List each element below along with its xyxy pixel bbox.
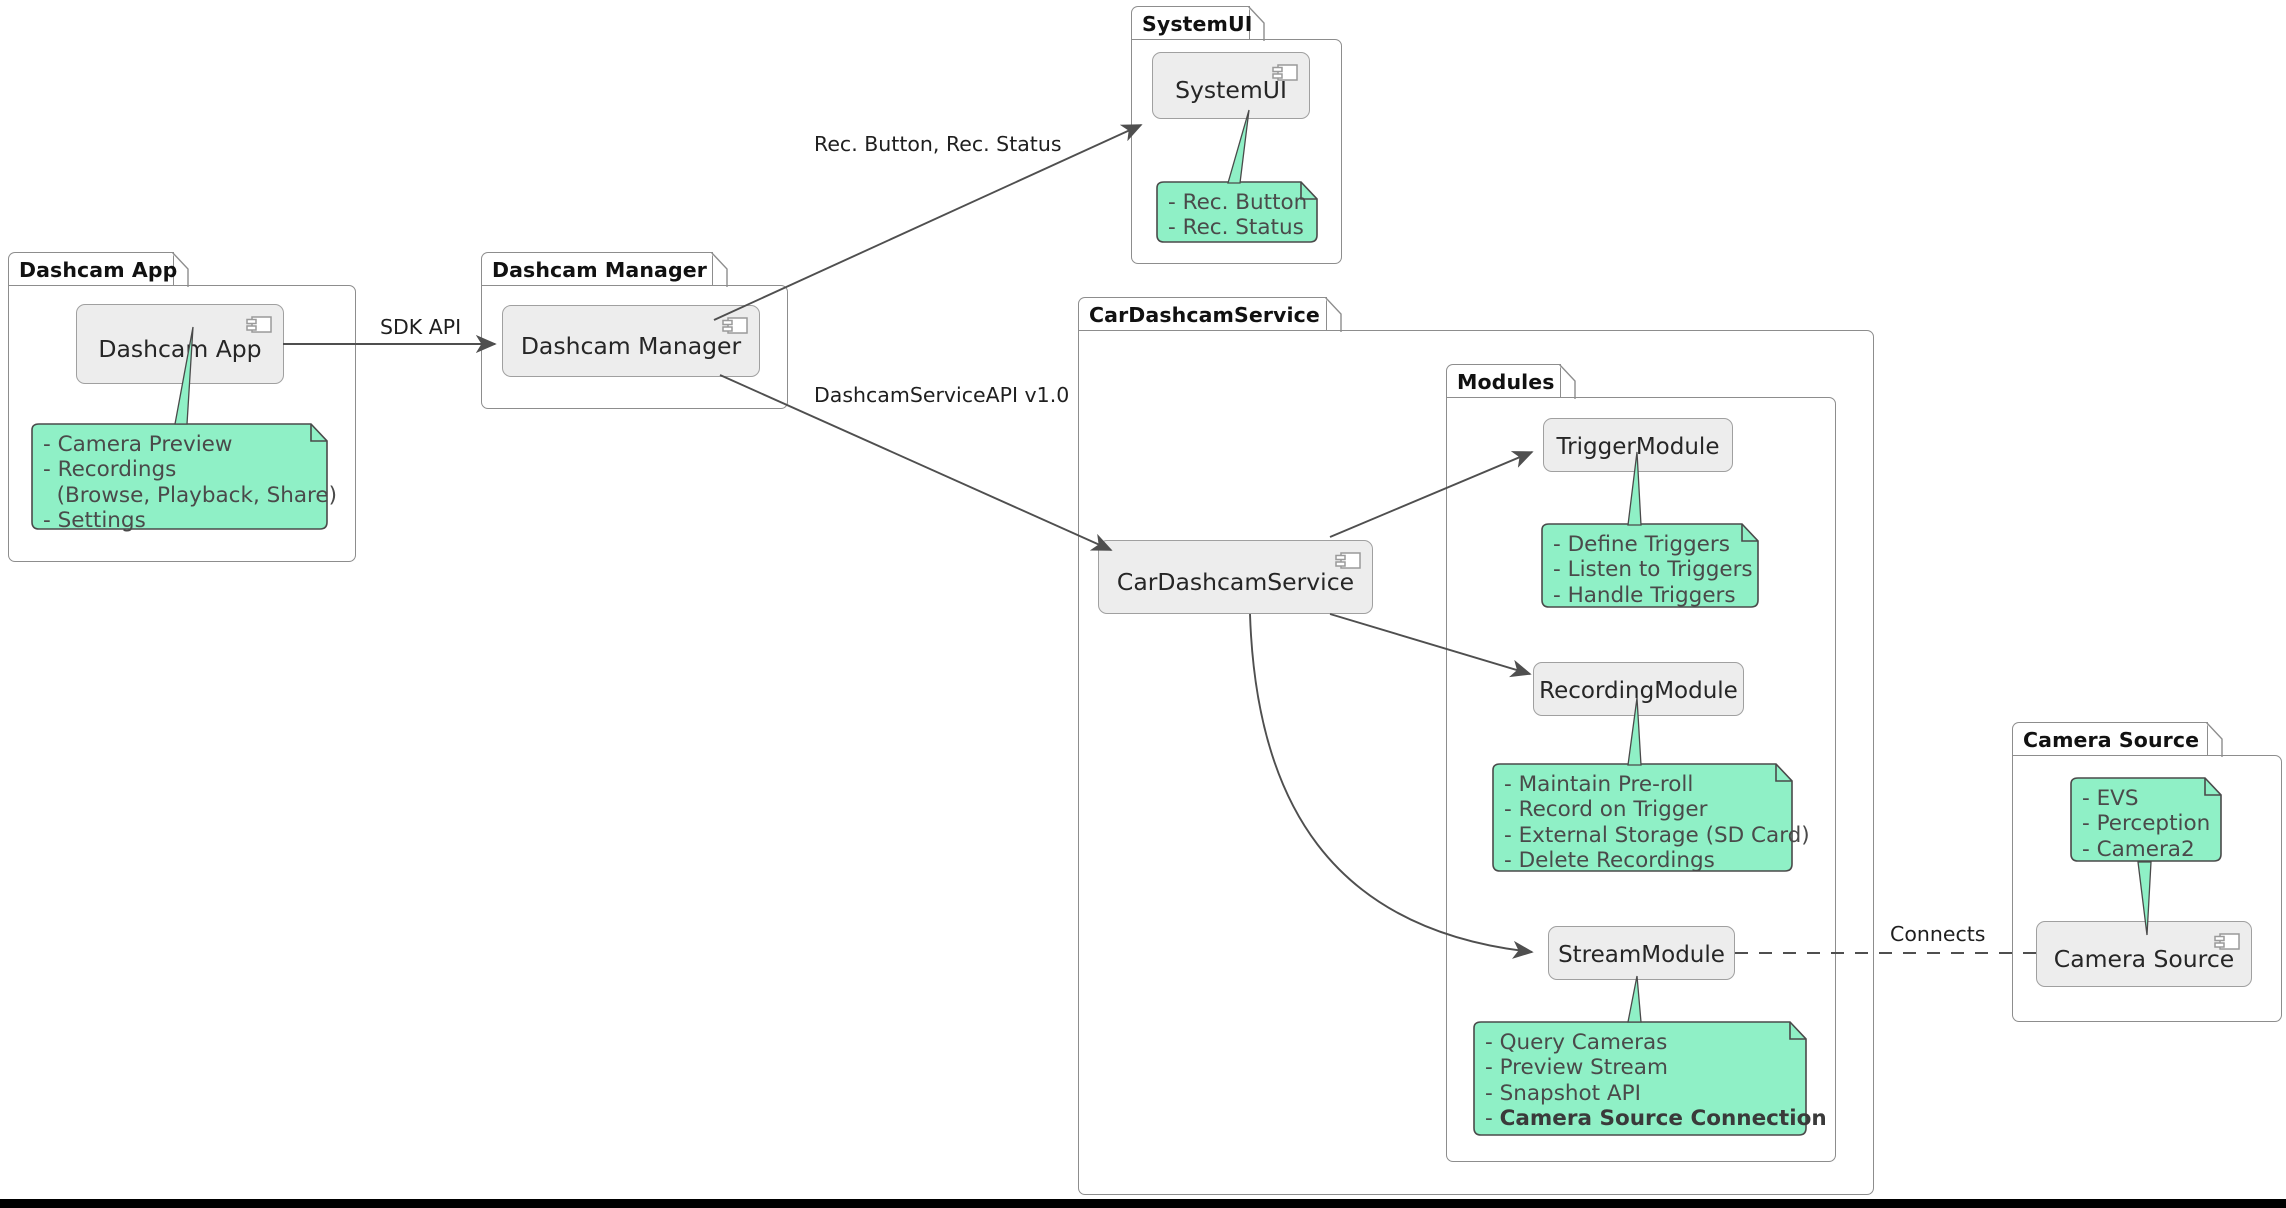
note-text-camera-source: - EVS - Perception - Camera2 (2082, 786, 2211, 862)
bottom-edge-strip (0, 1199, 2286, 1208)
edge-label-sdk-api: SDK API (378, 315, 464, 339)
component-label-dashcam-app: Dashcam App (98, 334, 262, 363)
component-car-dashcam-service[interactable]: CarDashcamService (1098, 540, 1373, 614)
component-icon (722, 316, 748, 336)
package-body-dashcam-app (8, 285, 356, 562)
package-tab-notch (172, 251, 189, 287)
package-label-car-dashcam-service: CarDashcamService (1089, 302, 1320, 327)
package-label-dashcam-manager: Dashcam Manager (492, 257, 707, 282)
component-dashcam-app[interactable]: Dashcam App (76, 304, 284, 384)
package-body-camera-source (2012, 755, 2282, 1022)
note-text-recording-module: - Maintain Pre-roll - Record on Trigger … (1504, 772, 1810, 874)
package-tab-system-ui: SystemUI (1131, 5, 1265, 41)
edge-label-connects: Connects (1888, 922, 1988, 946)
package-tab-notch (1325, 296, 1342, 332)
component-system-ui[interactable]: SystemUI (1152, 52, 1310, 119)
package-tab-dashcam-manager: Dashcam Manager (481, 251, 728, 287)
package-modules: Modules (1446, 363, 1836, 1162)
note-text-system-ui: - Rec. Button - Rec. Status (1168, 190, 1308, 241)
package-tab-camera-source: Camera Source (2012, 721, 2223, 757)
package-tab-notch (1248, 5, 1265, 41)
package-tab-modules: Modules (1446, 363, 1576, 399)
note-shape (2067, 776, 2224, 864)
package-dashcam-app: Dashcam App (8, 251, 356, 562)
component-recording-module[interactable]: RecordingModule (1533, 662, 1744, 716)
note-text-trigger-module: - Define Triggers - Listen to Triggers -… (1553, 532, 1753, 608)
component-icon (246, 315, 272, 335)
component-icon (2214, 932, 2240, 952)
component-label-camera-source: Camera Source (2053, 944, 2235, 973)
edge-label-rec-button-status: Rec. Button, Rec. Status (812, 132, 1064, 156)
component-trigger-module[interactable]: TriggerModule (1543, 418, 1733, 472)
note-shape (1153, 180, 1320, 245)
component-label-trigger-module: TriggerModule (1556, 433, 1720, 460)
package-body-car-dashcam-service (1078, 330, 1874, 1195)
component-label-system-ui: SystemUI (1175, 76, 1287, 104)
package-tab-notch (711, 251, 728, 287)
component-icon (1335, 551, 1361, 571)
component-dashcam-manager[interactable]: Dashcam Manager (502, 305, 760, 377)
package-label-modules: Modules (1457, 369, 1555, 394)
note-trigger-module: - Define Triggers - Listen to Triggers -… (1538, 522, 1761, 610)
note-shape (1538, 522, 1761, 610)
note-dashcam-app: - Camera Preview - Recordings (Browse, P… (28, 422, 337, 533)
component-stream-module[interactable]: StreamModule (1548, 926, 1735, 980)
note-camera-source: - EVS - Perception - Camera2 (2067, 776, 2224, 864)
component-camera-source[interactable]: Camera Source (2036, 921, 2252, 987)
note-stream-module: - Query Cameras - Preview Stream - Snaps… (1470, 1020, 1827, 1138)
component-label-dashcam-manager: Dashcam Manager (520, 331, 742, 360)
note-text-stream-module: - Query Cameras - Preview Stream - Snaps… (1485, 1030, 1827, 1132)
package-tab-dashcam-app: Dashcam App (8, 251, 189, 287)
note-shape (1470, 1020, 1809, 1138)
package-tab-notch (1559, 363, 1576, 399)
component-label-stream-module: StreamModule (1558, 941, 1725, 968)
package-tab-car-dashcam-service: CarDashcamService (1078, 296, 1342, 332)
package-camera-source: Camera Source (2012, 721, 2282, 1022)
package-tab-notch (2206, 721, 2223, 757)
component-label-car-dashcam-service: CarDashcamService (1116, 567, 1355, 596)
component-label-recording-module: RecordingModule (1539, 677, 1738, 704)
note-shape (28, 422, 330, 532)
note-system-ui: - Rec. Button - Rec. Status (1153, 180, 1320, 245)
package-label-camera-source: Camera Source (2023, 727, 2200, 752)
note-text-dashcam-app: - Camera Preview - Recordings (Browse, P… (43, 432, 338, 534)
edge-label-dashcam-service-api: DashcamServiceAPI v1.0 (812, 383, 1072, 407)
package-label-dashcam-app: Dashcam App (19, 257, 178, 282)
note-recording-module: - Maintain Pre-roll - Record on Trigger … (1489, 762, 1810, 874)
package-label-system-ui: SystemUI (1142, 11, 1253, 36)
component-icon (1272, 63, 1298, 83)
